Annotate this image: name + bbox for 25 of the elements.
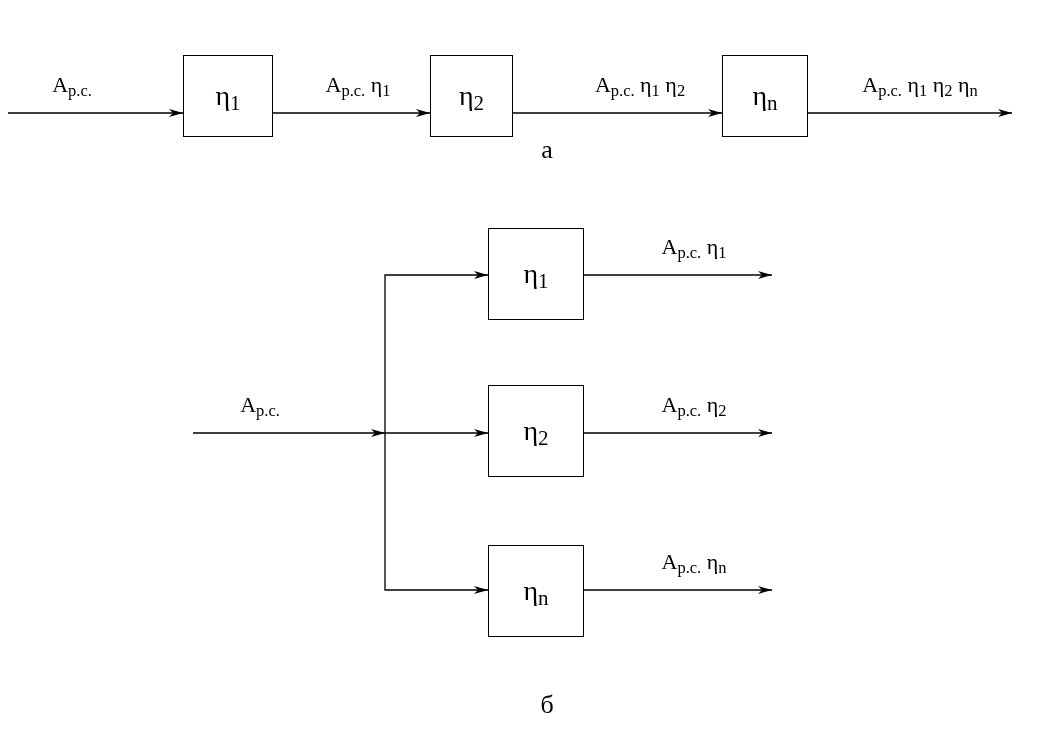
block-label: η$_{2}$ [458, 82, 485, 110]
process-box [488, 228, 584, 320]
caption-letter: а [541, 137, 553, 163]
process-box [183, 55, 273, 137]
arrow [7, 109, 184, 117]
arrow [384, 429, 489, 437]
arrow [192, 429, 386, 437]
arrow [512, 109, 723, 117]
process-box [488, 385, 584, 477]
arrow [807, 109, 1013, 117]
process-box [722, 55, 808, 137]
arrow [583, 586, 773, 594]
arrow [583, 429, 773, 437]
block-label: η$_{n}$ [523, 577, 549, 605]
block-label: η$_{2}$ [523, 417, 549, 445]
block-label: η$_{1}$ [523, 260, 549, 288]
block-label: η$_{n}$ [752, 82, 778, 110]
arrow [384, 271, 489, 434]
arrow [272, 109, 431, 117]
block-label: η$_{1}$ [215, 82, 241, 110]
arrow [384, 432, 489, 594]
caption-letter: б [540, 692, 554, 718]
arrow [583, 271, 773, 279]
process-box [488, 545, 584, 637]
process-box [430, 55, 513, 137]
